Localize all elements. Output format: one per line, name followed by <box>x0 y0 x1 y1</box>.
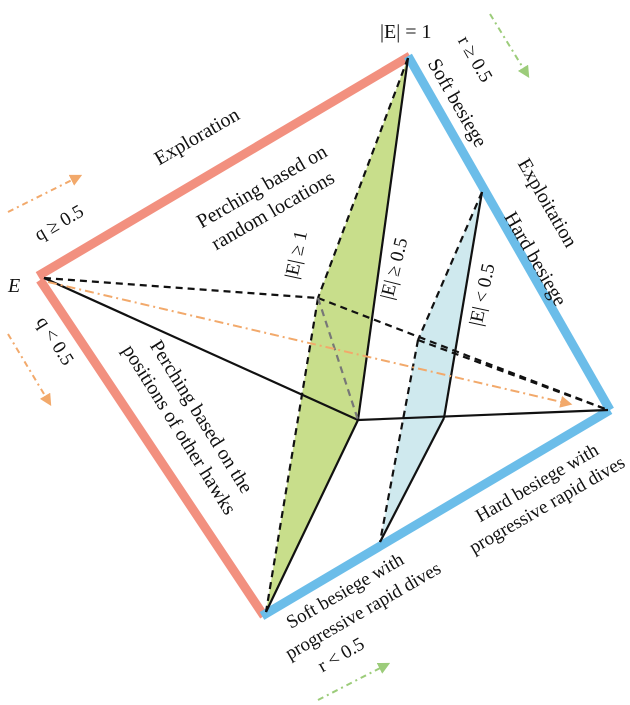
r-lt-arrow <box>317 662 391 701</box>
exploration-edge-top <box>35 52 413 280</box>
orange-dashdot-arrow <box>47 281 573 408</box>
exploitation-edge-bottom <box>259 406 613 620</box>
gray-dashed-line <box>316 297 360 421</box>
r-ge-label: r ≥ 0.5 <box>453 32 496 86</box>
e-lt-half-label: |E| < 0.5 <box>466 262 500 328</box>
q-ge-arrow <box>7 174 83 213</box>
e-vertex-label: E <box>7 275 20 297</box>
e-equals-one-label: |E| = 1 <box>380 21 432 43</box>
exploitation-edge-right <box>404 53 614 413</box>
dashed-lines <box>43 57 609 613</box>
q-lt-arrow <box>7 333 52 407</box>
exploration-edge-bottom <box>36 277 268 619</box>
e-ge-one-label: |E| ≥ 1 <box>281 229 312 281</box>
solid-lines <box>43 57 609 613</box>
green-plane <box>266 58 408 612</box>
r-ge-arrow <box>489 13 530 79</box>
q-ge-label: q ≥ 0.5 <box>31 201 88 246</box>
cyan-plane <box>380 192 482 542</box>
